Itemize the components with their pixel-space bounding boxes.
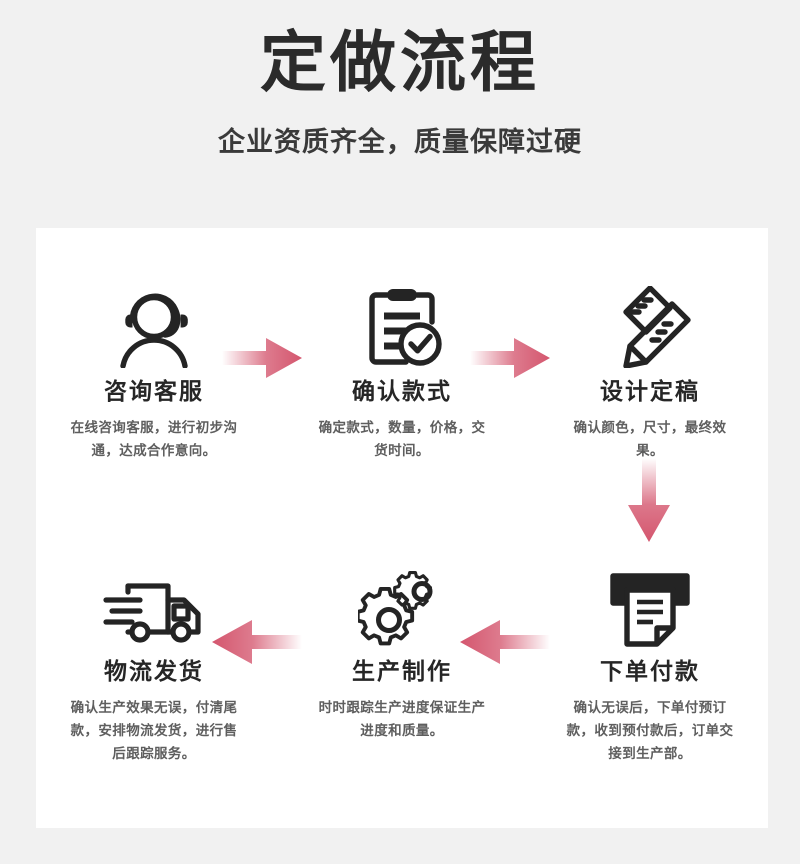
flow-card: 咨询客服 在线咨询客服，进行初步沟通，达成合作意向。 确认款式 确定款式，数量，…	[36, 228, 768, 828]
flow-step-title: 咨询客服	[104, 378, 204, 404]
flow-step-title: 生产制作	[352, 658, 452, 684]
flow-step-title: 设计定稿	[600, 378, 700, 404]
flow-step-logistics-shipping: 物流发货 确认生产效果无误，付清尾款，安排物流发货，进行售后跟踪服务。	[54, 556, 254, 765]
flow-step-description: 确定款式，数量，价格，交货时间。	[318, 419, 486, 458]
flow-step-title: 物流发货	[104, 658, 204, 684]
page-title: 定做流程	[260, 25, 540, 99]
flow-step-title: 确认款式	[352, 378, 452, 404]
gears-icon	[302, 556, 502, 648]
page-header: 定做流程 企业资质齐全，质量保障过硬	[0, 0, 800, 159]
clipboard-check-icon	[302, 276, 502, 368]
flow-arrow-left-4-5	[460, 618, 550, 666]
flow-step-description: 确认生产效果无误，付清尾款，安排物流发货，进行售后跟踪服务。	[70, 699, 238, 762]
flow-step-confirm-style: 确认款式 确定款式，数量，价格，交货时间。	[302, 276, 502, 462]
flow-step-production: 生产制作 时时跟踪生产进度保证生产进度和质量。	[302, 556, 502, 742]
flow-step-description: 确认颜色，尺寸，最终效果。	[573, 419, 727, 458]
flow-arrow-down-3-4	[626, 458, 672, 542]
page-subtitle: 企业资质齐全，质量保障过硬	[218, 126, 582, 157]
flow-step-design-finalize: 设计定稿 确认颜色，尺寸，最终效果。	[550, 276, 750, 462]
flow-step-consult-service: 咨询客服 在线咨询客服，进行初步沟通，达成合作意向。	[54, 276, 254, 462]
flow-step-place-order-pay: 下单付款 确认无误后，下单付预订款，收到预付款后，订单交接到生产部。	[550, 556, 750, 765]
flow-arrow-left-5-6	[212, 618, 302, 666]
printer-invoice-icon	[550, 556, 750, 648]
flow-arrow-right-2-3	[470, 336, 550, 380]
delivery-truck-icon	[54, 556, 254, 648]
flow-step-description: 时时跟踪生产进度保证生产进度和质量。	[318, 699, 486, 738]
flow-step-description: 确认无误后，下单付预订款，收到预付款后，订单交接到生产部。	[566, 699, 734, 762]
flow-step-description: 在线咨询客服，进行初步沟通，达成合作意向。	[70, 419, 238, 458]
headset-person-icon	[54, 276, 254, 368]
flow-step-title: 下单付款	[600, 658, 700, 684]
pencil-design-icon	[550, 276, 750, 368]
flow-arrow-right-1-2	[222, 336, 302, 380]
